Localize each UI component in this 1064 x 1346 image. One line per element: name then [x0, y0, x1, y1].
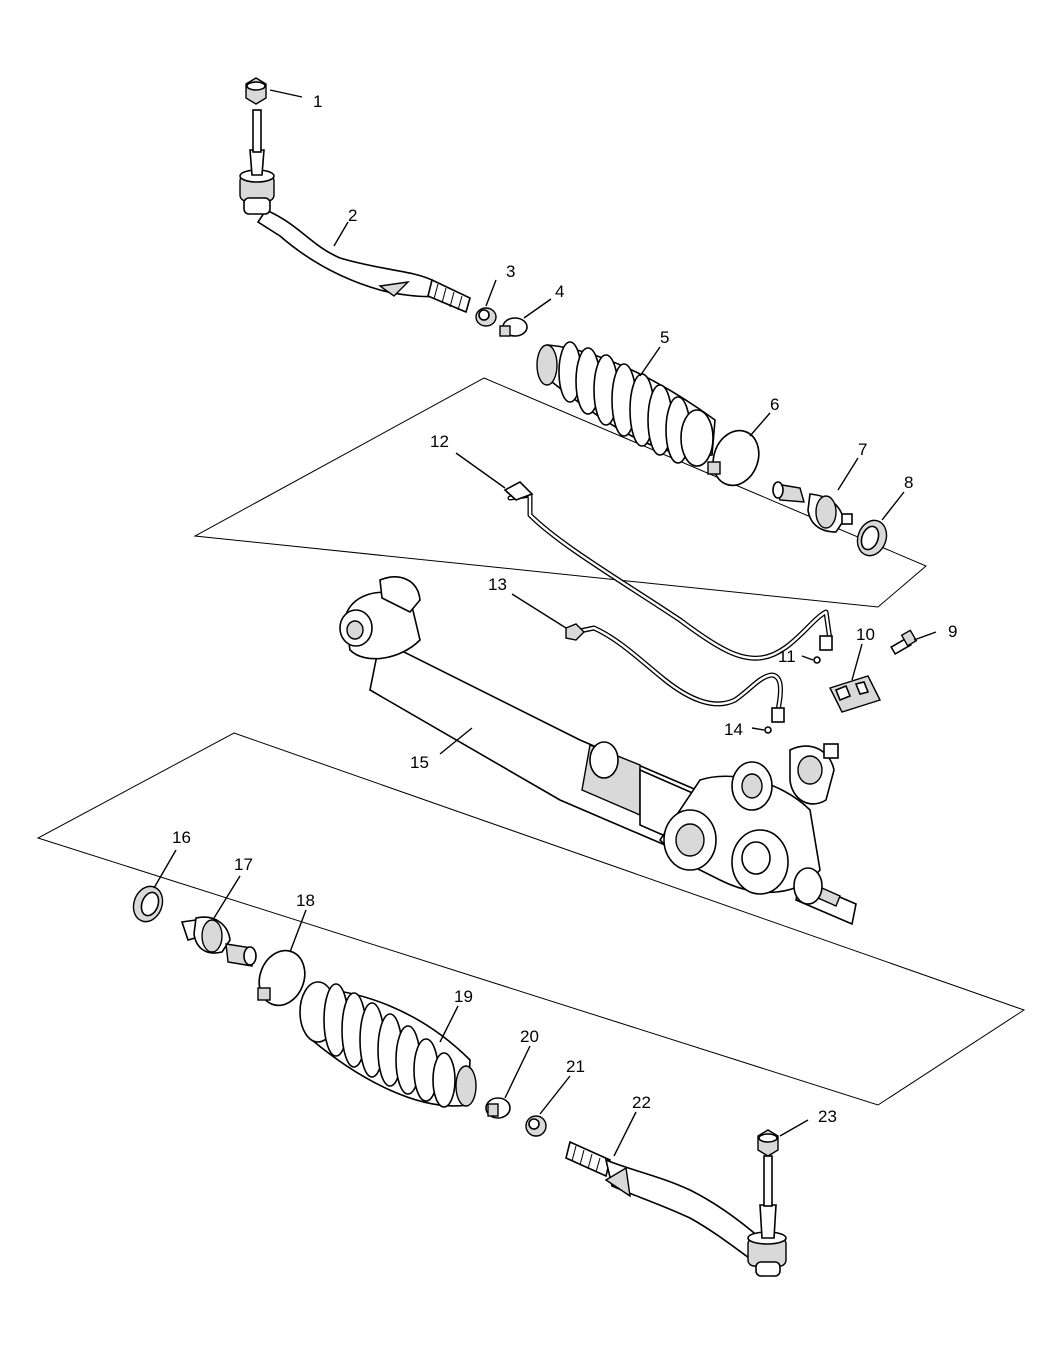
callout-22: 22: [632, 1093, 651, 1112]
callout-16: 16: [172, 828, 191, 847]
callout-21: 21: [566, 1057, 585, 1076]
part-9-bolt: [890, 629, 918, 656]
callout-5: 5: [660, 328, 669, 347]
callout-9: 9: [948, 622, 957, 641]
callout-17: 17: [234, 855, 253, 874]
part-19-lower-bellows-boot: [299, 981, 477, 1108]
part-22-lower-tie-rod-end: [565, 1140, 787, 1277]
callout-3: 3: [506, 262, 515, 281]
part-13-fluid-line-lower: [565, 623, 785, 723]
part-1-hex-nut: [245, 77, 267, 105]
part-17-inner-tie-rod: [180, 916, 257, 967]
callout-1: 1: [313, 92, 322, 111]
part-20-boot-clamp: [485, 1097, 511, 1119]
part-23-hex-nut: [757, 1129, 779, 1157]
part-15-rack-housing: [339, 576, 857, 926]
callout-18: 18: [296, 891, 315, 910]
part-3-jam-nut: [475, 307, 497, 327]
callout-2: 2: [348, 206, 357, 225]
part-5-upper-bellows-boot: [536, 341, 716, 467]
callout-6: 6: [770, 395, 779, 414]
callout-labels: 1 2 3 4 5 6 7 8 9 10 11 12 13 14 15 16 1…: [172, 92, 957, 1126]
lower-subassembly-outline: [36, 732, 1026, 1106]
part-16-seal-ring: [132, 885, 164, 923]
part-21-jam-nut: [525, 1115, 547, 1137]
part-8-seal-ring: [856, 519, 888, 557]
callout-20: 20: [520, 1027, 539, 1046]
part-6-large-boot-clamp: [707, 429, 760, 487]
callout-19: 19: [454, 987, 473, 1006]
callout-13: 13: [488, 575, 507, 594]
part-18-large-boot-clamp: [257, 949, 306, 1007]
callout-15: 15: [410, 753, 429, 772]
callout-23: 23: [818, 1107, 837, 1126]
callout-7: 7: [858, 440, 867, 459]
callout-14: 14: [724, 720, 743, 739]
leader-lines: [153, 89, 937, 1157]
callout-12: 12: [430, 432, 449, 451]
upper-tie-rod-end: [239, 109, 471, 314]
callout-8: 8: [904, 473, 913, 492]
callout-10: 10: [856, 625, 875, 644]
callout-11: 11: [778, 647, 796, 666]
part-4-boot-clamp: [499, 317, 528, 337]
upper-subassembly-outline: [193, 377, 927, 608]
callout-4: 4: [555, 282, 564, 301]
part-12-fluid-line-upper: [503, 481, 833, 661]
part-7-inner-tie-rod: [772, 481, 853, 533]
part-14-o-ring: [764, 726, 772, 734]
part-11-o-ring: [813, 656, 821, 664]
part-10-line-bracket: [829, 675, 881, 713]
